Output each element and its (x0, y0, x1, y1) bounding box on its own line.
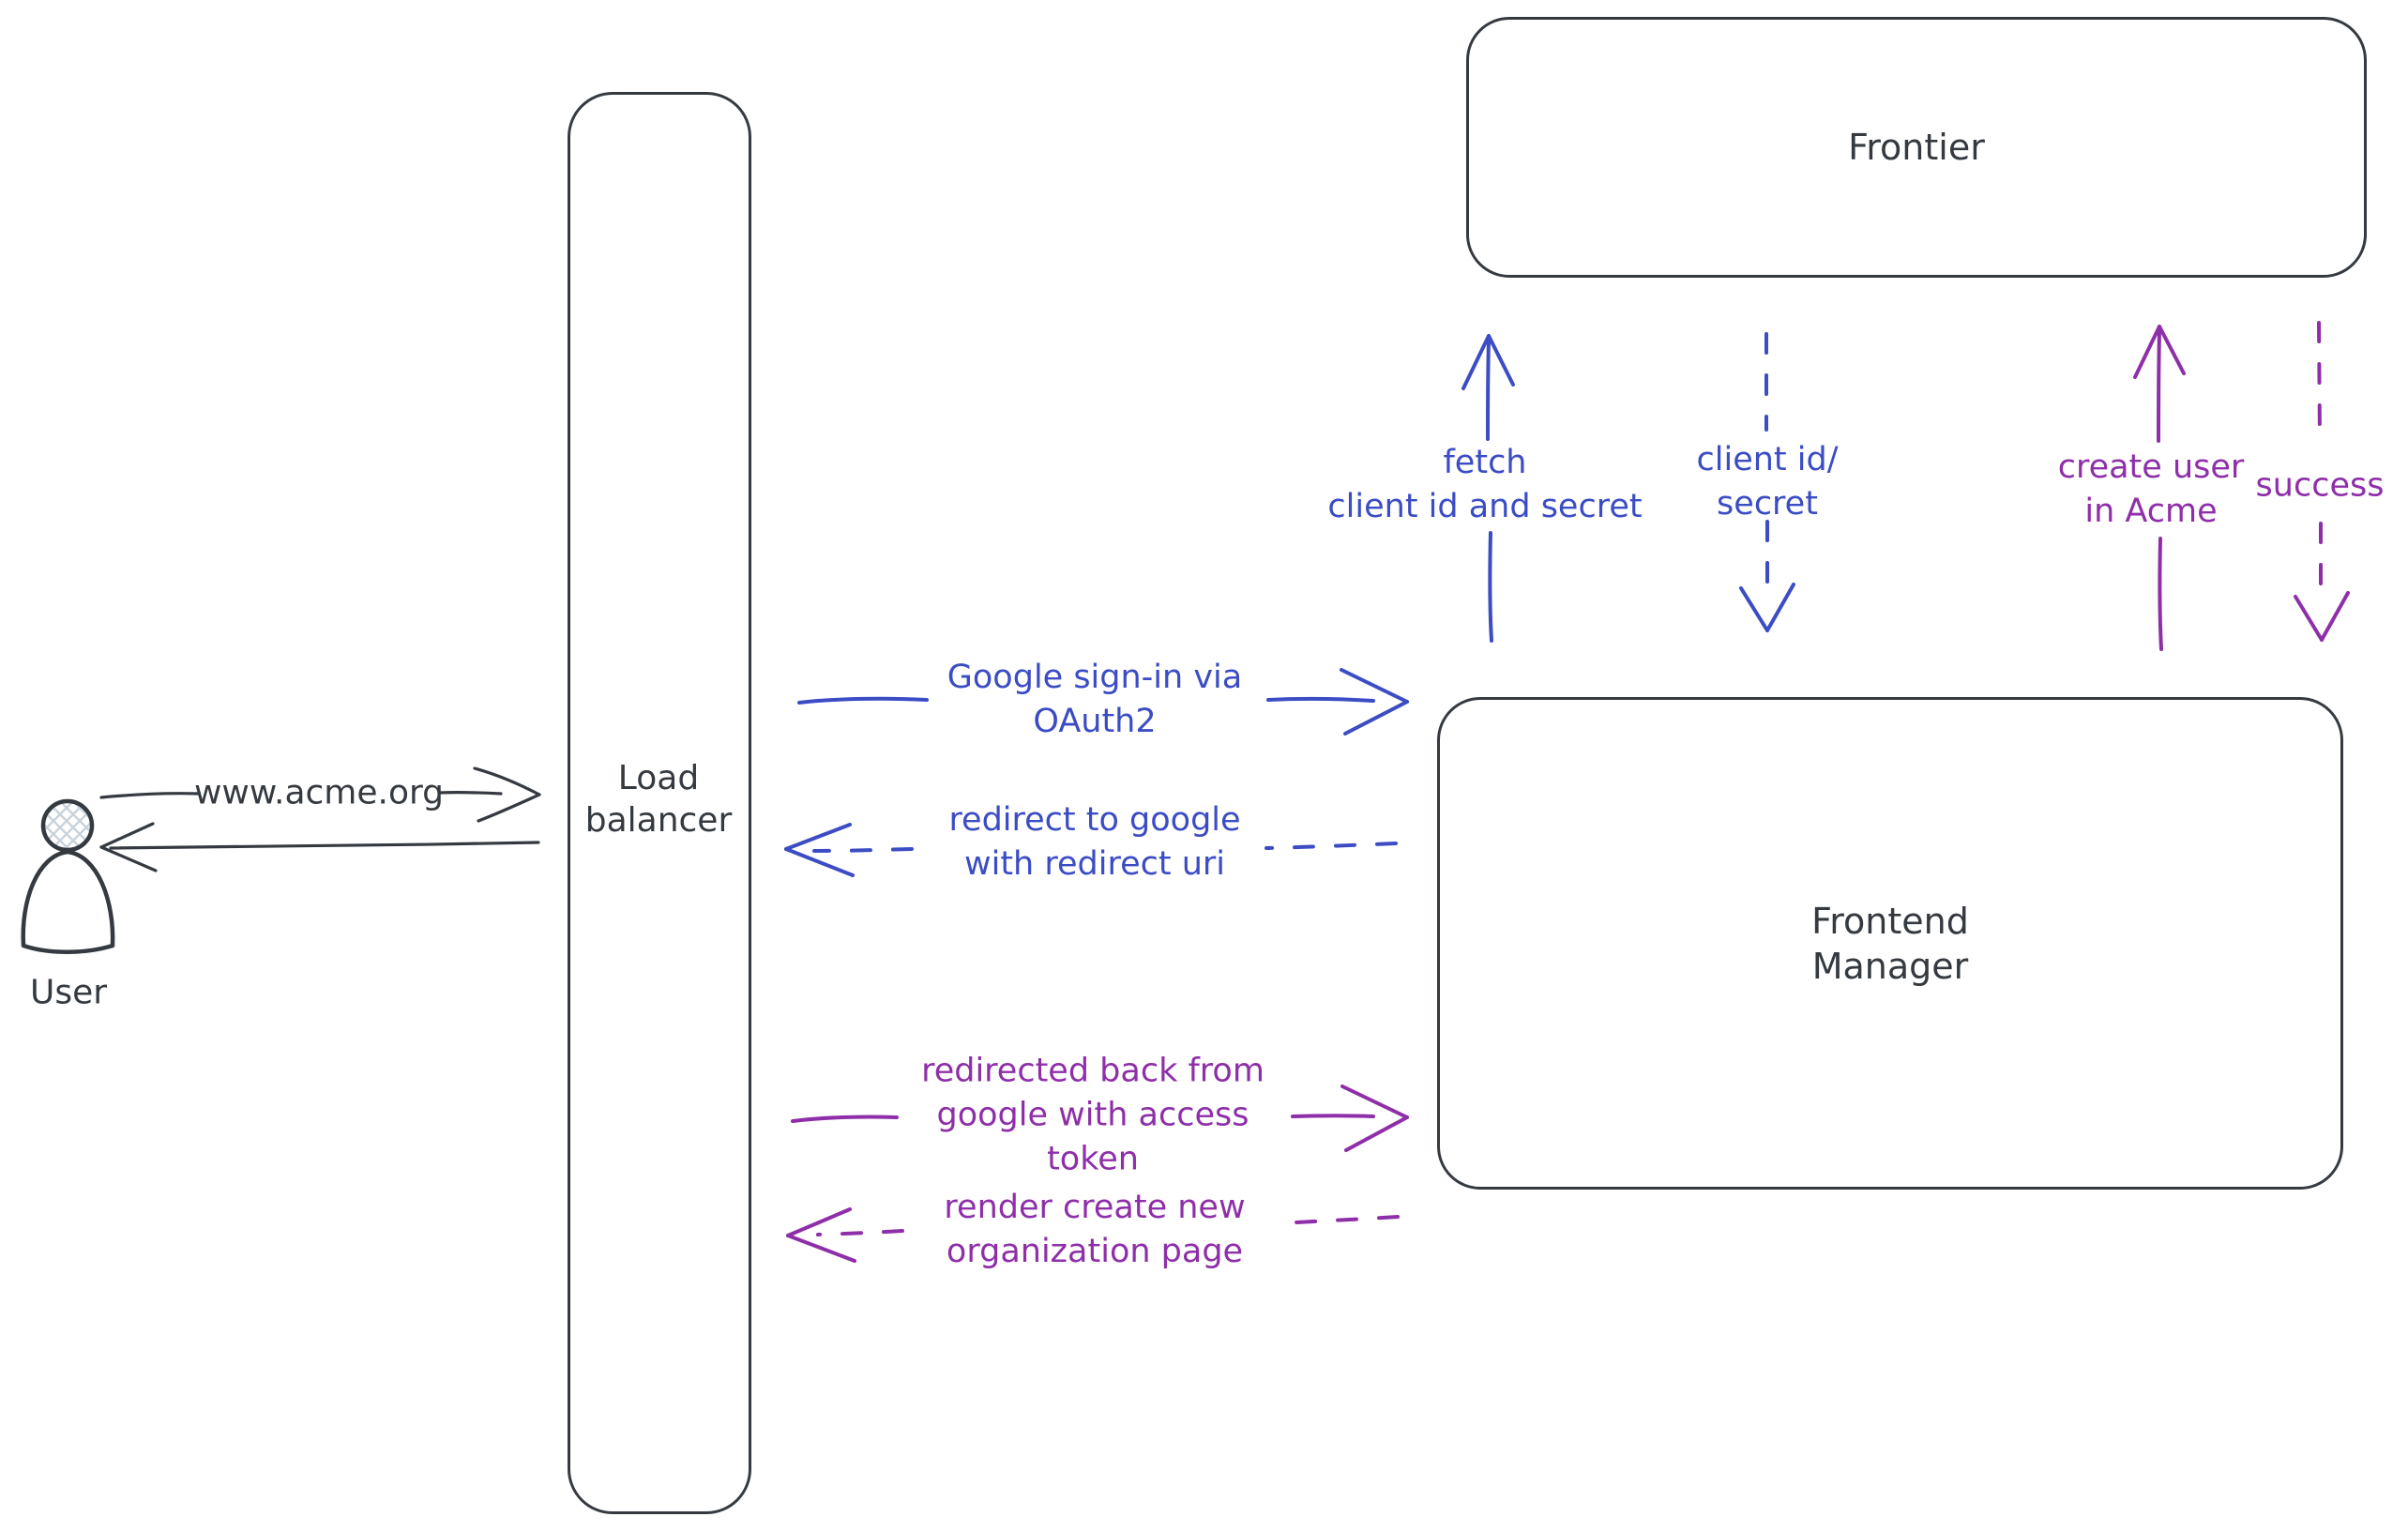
arrow-www-response (99, 822, 540, 872)
fetch-credentials-label: fetch client id and secret (1327, 444, 1643, 525)
arrow-redirect-google (784, 823, 1398, 877)
redirected-back-label: redirected back from google with access … (921, 1052, 1265, 1178)
arrow-fetch-credentials (1461, 334, 1515, 643)
arrow-client-id-secret (1739, 332, 1795, 632)
arrow-success (2294, 321, 2350, 642)
arrow-google-signin (797, 668, 1409, 736)
user-label: User (29, 973, 108, 1012)
render-org-page-label: render create new organization page (944, 1189, 1246, 1270)
frontend-manager-label: Frontend Manager (1811, 901, 1969, 987)
user-body (21, 849, 115, 954)
user-head (40, 798, 95, 853)
client-id-secret-label: client id/ secret (1696, 441, 1839, 523)
load-balancer-label: Load balancer (584, 759, 733, 840)
arrow-www-request (99, 766, 541, 823)
www-request-label: www.acme.org (193, 773, 445, 812)
redirect-google-label: redirect to google with redirect uri (948, 801, 1241, 883)
arrow-redirected-back (791, 1085, 1409, 1152)
load-balancer-box (568, 92, 751, 1514)
frontier-label: Frontier (1848, 127, 1985, 168)
frontier-box (1466, 17, 2367, 278)
google-signin-label: Google sign-in via OAuth2 (947, 659, 1243, 740)
frontend-manager-box (1437, 697, 2343, 1190)
arrow-render-org-page (786, 1207, 1400, 1263)
user-icon (21, 798, 115, 954)
create-user-label: create user in Acme (2057, 448, 2245, 530)
arrow-create-user (2133, 325, 2186, 651)
success-label: success (2255, 466, 2385, 505)
